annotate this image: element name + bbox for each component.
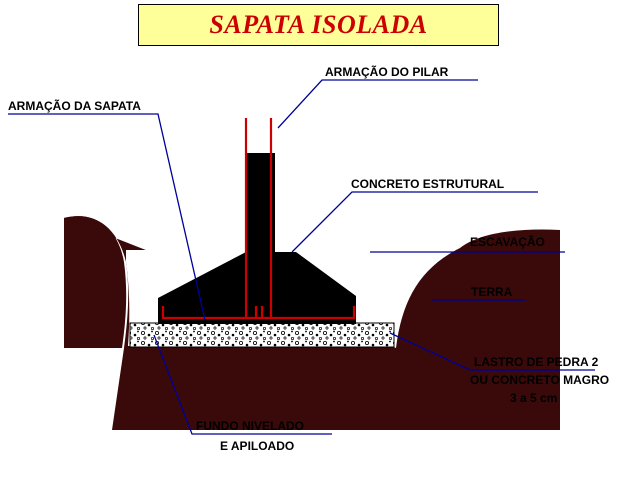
gravel-layer [129, 322, 395, 348]
label-fundo-2: E APILOADO [220, 439, 294, 453]
leader-concreto-estrutural [291, 191, 538, 253]
label-escavacao: ESCAVAÇÃO [470, 234, 545, 249]
label-lastro-2: OU CONCRETO MAGRO [470, 373, 609, 387]
label-concreto-estrutural: CONCRETO ESTRUTURAL [351, 177, 504, 191]
leader-fundo [153, 334, 332, 435]
label-lastro-3: 3 a 5 cm [510, 391, 557, 405]
label-lastro-1: LASTRO DE PEDRA 2 [474, 355, 599, 369]
label-fundo-1: FUNDO NIVELADO [196, 419, 304, 433]
title-box: SAPATA ISOLADA [138, 4, 499, 46]
label-armacao-pilar: ARMAÇÃO DO PILAR [325, 64, 449, 79]
leader-armacao-sapata [8, 113, 206, 321]
leader-lastro [389, 332, 595, 371]
footing-rebar [161, 306, 356, 320]
label-terra: TERRA [471, 285, 513, 299]
leader-armacao-pilar [277, 79, 478, 129]
earth-left-wall [64, 216, 127, 348]
leader-lines [8, 79, 595, 435]
pillar-rebar [244, 118, 273, 318]
label-armacao-sapata: ARMAÇÃO DA SAPATA [8, 98, 141, 113]
footing-concrete [158, 252, 356, 324]
page-title: SAPATA ISOLADA [209, 10, 428, 39]
